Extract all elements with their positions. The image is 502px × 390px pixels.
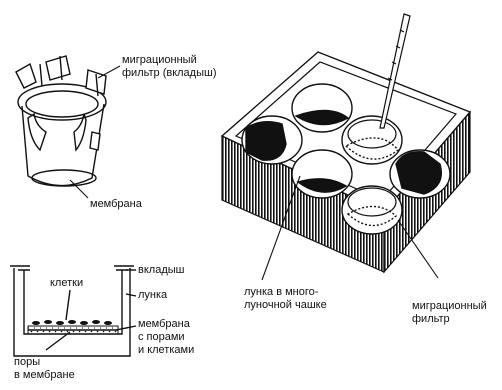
label-well: лунка <box>138 289 167 302</box>
label-membrane-pores-cells-line1: мембрана <box>138 318 190 330</box>
multiwell-plate-drawing <box>222 14 470 280</box>
label-membrane: мембрана <box>90 198 142 211</box>
label-pores-line1: поры <box>14 356 40 368</box>
label-multiwell-well: лунка в много- луночной чашке <box>244 286 327 312</box>
label-insert: вкладыш <box>138 264 184 277</box>
label-membrane-pores-cells: мембрана с порами и клетками <box>138 318 194 357</box>
label-migration-filter: миграционный фильтр <box>412 300 487 326</box>
label-membrane-pores-cells-line2: с порами <box>138 331 185 343</box>
label-cells: клетки <box>50 277 83 290</box>
label-pores-line2: в мембране <box>14 369 75 381</box>
label-pores: поры в мембране <box>14 356 75 382</box>
label-multiwell-well-line1: лунка в много- <box>244 286 318 298</box>
insert-drawing <box>16 56 106 186</box>
label-membrane-pores-cells-line3: и клетками <box>138 344 194 356</box>
label-multiwell-well-line2: луночной чашке <box>244 299 327 311</box>
label-insert-filter-line2: фильтр (вкладыш) <box>122 67 217 79</box>
label-insert-filter: миграционный фильтр (вкладыш) <box>122 54 217 80</box>
label-migration-filter-line1: миграционный <box>412 300 487 312</box>
label-insert-filter-line1: миграционный <box>122 54 197 66</box>
label-migration-filter-line2: фильтр <box>412 313 450 325</box>
